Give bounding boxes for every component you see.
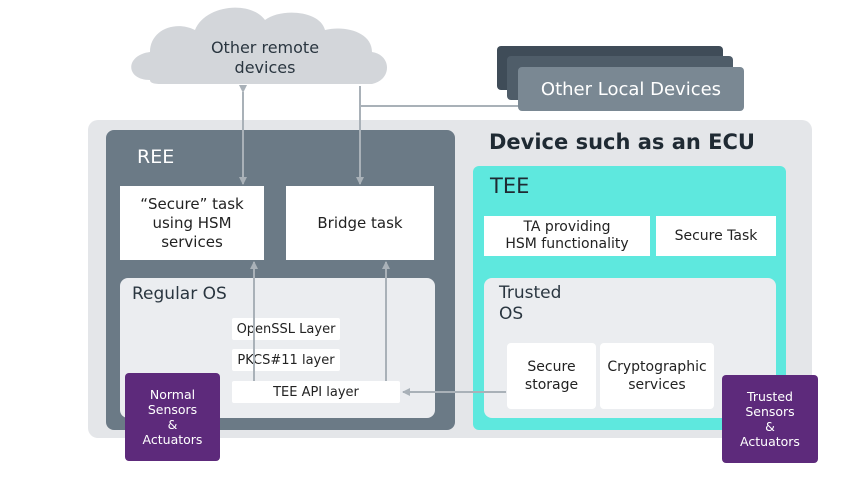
regular-os-label: Regular OS (132, 284, 227, 304)
tee-api-layer: TEE API layer (232, 381, 400, 403)
trusted-sensors-line3: & (765, 419, 775, 434)
secure-storage-line1: Secure (527, 359, 576, 375)
trusted-sensors-line2: Sensors (745, 404, 795, 419)
other-local-devices-box: Other Local Devices (518, 67, 744, 111)
pkcs11-layer-label: PKCS#11 layer (237, 352, 335, 368)
secure-task-box: “Secure” task using HSM services (120, 186, 264, 260)
normal-sensors-box: Normal Sensors & Actuators (125, 373, 220, 461)
tee-title: TEE (490, 174, 530, 198)
ta-hsm-line1: TA providing (523, 219, 611, 235)
cloud-label-line2: devices (234, 58, 296, 77)
openssl-layer: OpenSSL Layer (232, 318, 340, 340)
crypto-services-line1: Cryptographic (607, 359, 707, 375)
ree-title: REE (137, 146, 175, 168)
crypto-services-box: Cryptographic services (600, 343, 714, 409)
ta-hsm-line2: HSM functionality (505, 236, 629, 252)
secure-task-line1: “Secure” task (140, 194, 244, 213)
ta-hsm-box: TA providing HSM functionality (484, 216, 650, 256)
normal-sensors-line1: Normal (149, 387, 196, 402)
crypto-services-line2: services (628, 377, 686, 393)
trusted-sensors-box: Trusted Sensors & Actuators (722, 375, 818, 463)
trusted-os-line2: OS (499, 304, 524, 324)
secure-storage-line2: storage (524, 377, 579, 393)
tee-secure-task-label: Secure Task (674, 227, 758, 244)
bridge-task-box: Bridge task (286, 186, 434, 260)
openssl-layer-label: OpenSSL Layer (236, 321, 336, 337)
device-title: Device such as an ECU (489, 130, 755, 154)
normal-sensors-line2: Sensors (147, 402, 198, 417)
pkcs11-layer: PKCS#11 layer (232, 349, 340, 371)
bridge-task-label: Bridge task (317, 213, 403, 232)
secure-task-line3: services (161, 232, 223, 251)
trusted-os-line1: Trusted (499, 283, 562, 303)
tee-secure-task-box: Secure Task (656, 216, 776, 256)
tee-api-layer-label: TEE API layer (273, 384, 359, 400)
normal-sensors-line3: & (167, 417, 178, 432)
secure-task-line2: using HSM (152, 213, 232, 232)
secure-storage-box: Secure storage (507, 343, 596, 409)
trusted-sensors-line4: Actuators (740, 434, 800, 449)
trusted-os-label: Trusted OS (499, 283, 599, 327)
cloud-label-line1: Other remote (210, 38, 320, 57)
cloud-label: Other remote devices (200, 36, 330, 80)
normal-sensors-line4: Actuators (142, 432, 203, 447)
other-local-devices-label: Other Local Devices (540, 78, 722, 100)
trusted-sensors-line1: Trusted (747, 389, 793, 404)
